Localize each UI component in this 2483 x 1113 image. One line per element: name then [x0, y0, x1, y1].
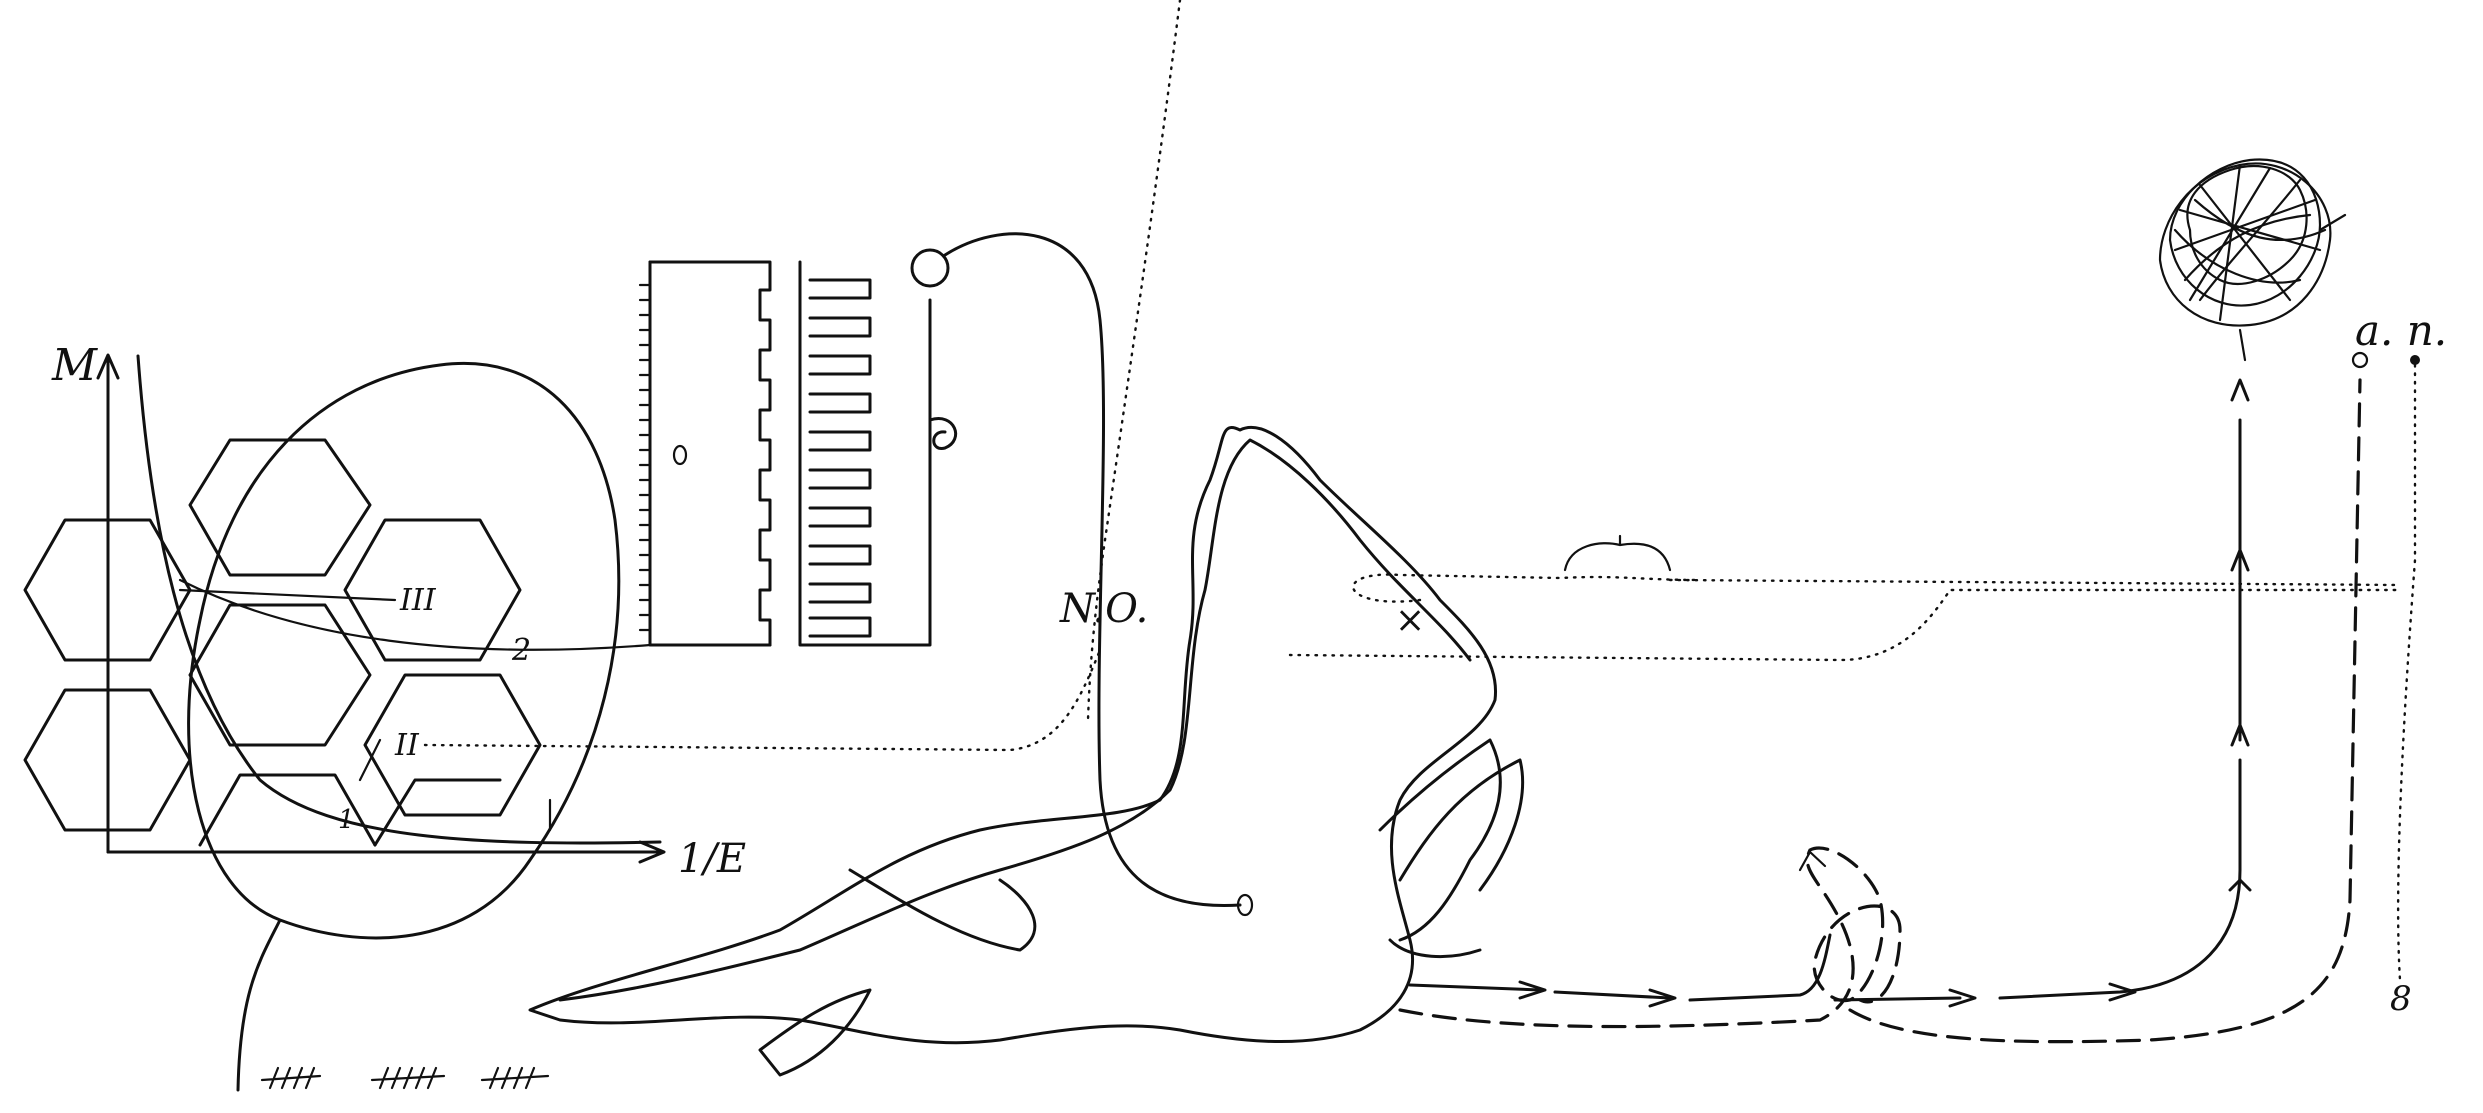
- bottom-endpoint-marker: 8: [2390, 979, 2412, 1019]
- dotted-vertical-right: [2398, 365, 2415, 980]
- dotted-horizontal-top: [1670, 580, 2400, 585]
- comb-device: [640, 250, 956, 645]
- hexagon-grid: [25, 440, 540, 845]
- hex-marker-4: III: [399, 583, 437, 618]
- tally-marks: [262, 1068, 548, 1088]
- node-label: N.O.: [1059, 586, 1148, 632]
- y-axis-label: M: [51, 340, 98, 391]
- scribble-cloud: [2160, 160, 2345, 360]
- enclosing-loop: [189, 363, 619, 1090]
- hex-marker-3: II: [394, 728, 420, 763]
- dashed-route: [1400, 380, 2360, 1042]
- hex-marker-1: 1: [338, 805, 355, 835]
- x-axis-label: 1/E: [678, 836, 746, 882]
- tally-text: HHH HHHH HHH: [259, 1109, 279, 1111]
- small-bump: [1565, 536, 1670, 570]
- endpoint-a: [2353, 353, 2367, 367]
- endpoint-label: a. n.: [2355, 306, 2447, 355]
- dotted-horizontal-mid: [1290, 590, 2400, 660]
- cross-marker: ×: [1395, 600, 1425, 641]
- endpoint-n: [2410, 355, 2420, 365]
- organic-blob: [530, 427, 1523, 1075]
- comb-lead-wire: [945, 234, 1240, 906]
- solid-arrow-path: [1410, 380, 2250, 1006]
- graph-axes: [98, 355, 664, 862]
